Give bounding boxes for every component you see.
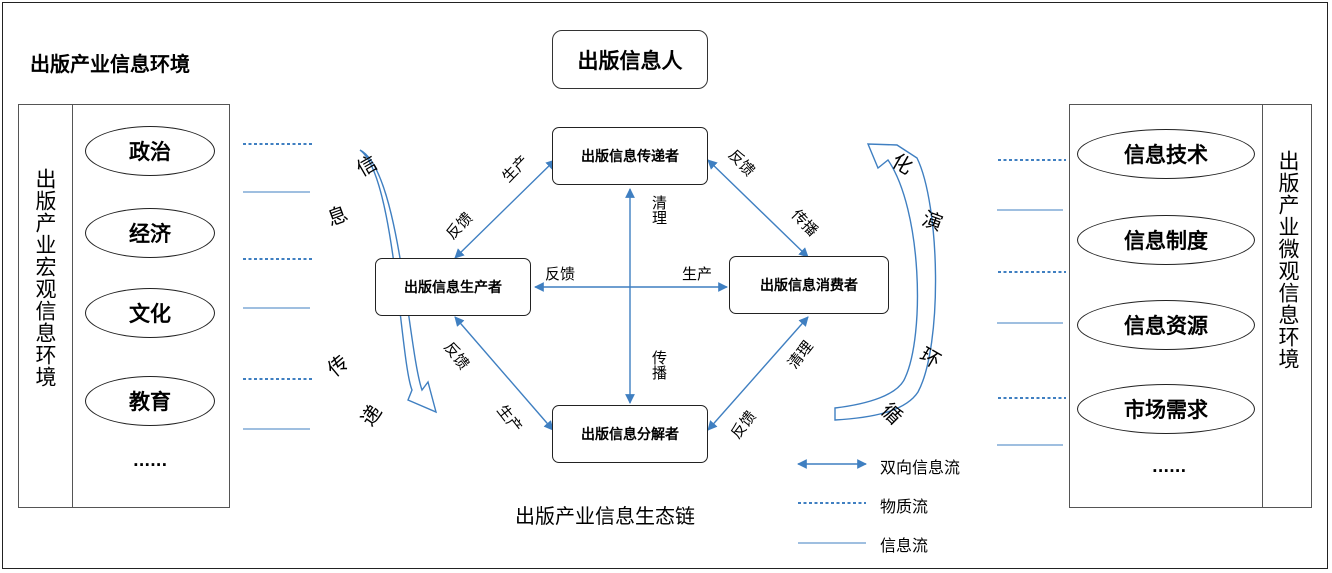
edge-left-bottom — [454, 316, 554, 431]
edge-label: 传播 — [650, 350, 668, 380]
edge-label: 生产 — [682, 265, 713, 283]
right-more-indicator: ...... — [1152, 458, 1187, 476]
politics-item: 政治 — [85, 126, 215, 176]
left-panel-label-column — [18, 104, 73, 508]
node-info-producer: 出版信息生产者 — [375, 258, 531, 316]
edge-label: 清理 — [650, 195, 668, 225]
info-system-item: 信息制度 — [1077, 215, 1255, 265]
economy-item: 经济 — [85, 208, 215, 258]
left-panel-label: 出版产业宏观信息环境 — [33, 168, 57, 388]
legend-info-label: 信息流 — [880, 536, 929, 555]
right-panel-label-column — [1262, 104, 1312, 508]
culture-item: 文化 — [85, 288, 215, 338]
legend-two-way-label: 双向信息流 — [880, 458, 961, 477]
left-more-indicator: ...... — [133, 452, 168, 470]
node-info-decomposer: 出版信息分解者 — [552, 405, 708, 463]
edge-left-top — [454, 159, 556, 259]
edge-right-bottom — [707, 316, 809, 431]
publishing-info-person-box: 出版信息人 — [552, 30, 708, 89]
right-panel-label: 出版产业微观信息环境 — [1276, 150, 1300, 370]
node-info-transmitter: 出版信息传递者 — [552, 127, 708, 185]
education-item: 教育 — [85, 376, 215, 426]
node-info-consumer: 出版信息消费者 — [729, 256, 889, 314]
evolution-curve-arrow — [834, 143, 937, 421]
info-tech-item: 信息技术 — [1077, 129, 1255, 179]
diagram-title: 出版产业信息环境 — [30, 52, 190, 76]
edge-label: 反馈 — [545, 265, 576, 283]
chain-title: 出版产业信息生态链 — [515, 504, 695, 528]
info-resource-item: 信息资源 — [1077, 300, 1255, 350]
edge-top-right — [707, 159, 809, 258]
market-demand-item: 市场需求 — [1077, 384, 1255, 434]
legend-material-label: 物质流 — [880, 497, 929, 516]
